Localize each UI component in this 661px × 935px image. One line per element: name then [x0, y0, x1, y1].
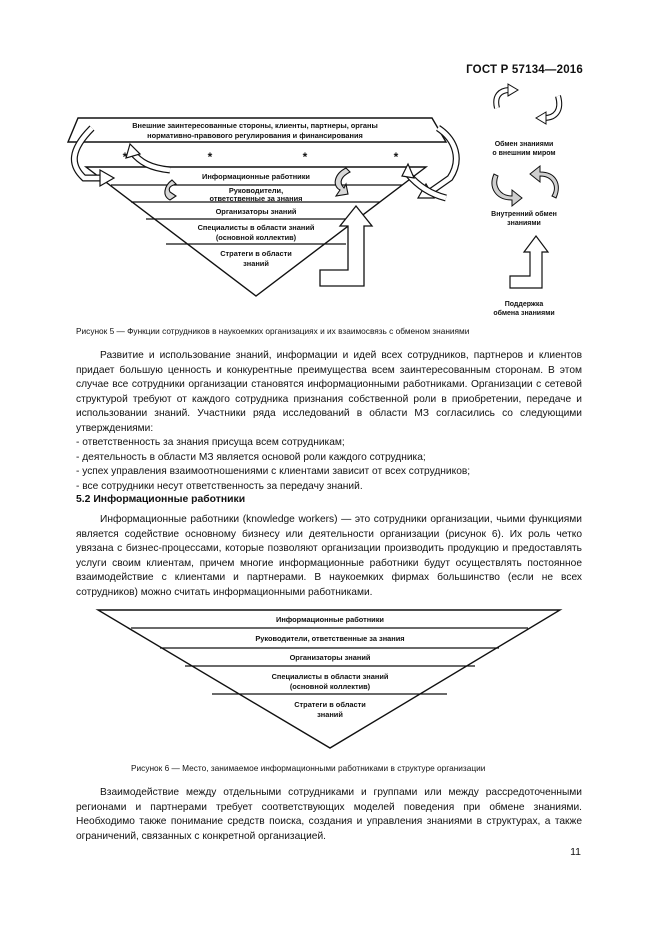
legend-1-line-2: о внешним миром [492, 150, 555, 157]
fig6-layer-5a: Стратеги в области [294, 700, 366, 709]
fig6-layer-4b: (основной коллектив) [290, 682, 371, 691]
statements-list: - ответственность за знания присуща всем… [76, 436, 582, 494]
figure-5-diagram: Внешние заинтересованные стороны, клиент… [66, 83, 563, 317]
figure-6-triangle [95, 609, 563, 749]
paragraph-3: Взаимодействие между отдельными сотрудни… [76, 786, 582, 844]
star-4: * [394, 150, 399, 164]
fig6-layer-2: Руководители, ответственные за знания [255, 634, 404, 643]
band-line-1: Внешние заинтересованные стороны, клиент… [132, 121, 378, 130]
external-stakeholders-band [66, 117, 448, 143]
legend-support-arrow-icon [509, 235, 550, 289]
legend-1-line-1: Обмен знаниями [495, 140, 554, 148]
support-up-arrow-icon [319, 204, 374, 287]
layer-label-1: Информационные работники [202, 172, 310, 181]
band-line-2: нормативно-правового регулирования и фин… [147, 131, 363, 140]
legend-2-line-2: знаниями [507, 220, 541, 227]
paragraph-3-text: Взаимодействие между отдельными сотрудни… [76, 787, 582, 842]
page-number: 11 [570, 846, 581, 858]
star-3: * [303, 150, 308, 164]
layer-label-4b: (основной коллектив) [216, 233, 297, 242]
right-exchange-arrow-icon [401, 125, 460, 202]
list-item: - деятельность в области МЗ является осн… [76, 451, 426, 463]
layer-label-2a: Руководители, [229, 186, 283, 195]
document-code: ГОСТ Р 57134—2016 [466, 64, 583, 76]
paragraph-2-text: Информационные работники (knowledge work… [76, 514, 582, 598]
layer-label-2b: ответственные за знания [210, 194, 303, 203]
star-2: * [208, 150, 213, 164]
internal-exchange-arrows-icon [164, 167, 351, 201]
legend-2-line-1: Внутренний обмен [491, 210, 557, 218]
figure-6-caption: Рисунок 6 — Место, занимаемое информацио… [131, 763, 486, 773]
layer-label-5b: знаний [243, 259, 269, 268]
layer-label-4a: Специалисты в области знаний [198, 223, 315, 232]
paragraph-2: Информационные работники (knowledge work… [76, 513, 582, 601]
fig6-layer-4a: Специалисты в области знаний [272, 672, 389, 681]
star-1: * [123, 150, 128, 164]
section-title: 5.2 Информационные работники [76, 494, 246, 505]
left-exchange-arrow-icon [70, 125, 171, 188]
list-item: - успех управления взаимоотношениями с к… [76, 466, 471, 478]
legend-3-line-2: обмена знаниями [493, 309, 554, 317]
list-item: - все сотрудники несут ответственность з… [76, 480, 363, 492]
fig6-layer-3: Организаторы знаний [290, 653, 371, 662]
layer-label-5a: Стратеги в области [220, 249, 292, 258]
legend-internal-exchange-icon [491, 164, 559, 208]
legend-external-exchange-icon [493, 83, 563, 125]
figure-5-caption: Рисунок 5 — Функции сотрудников в наукое… [76, 326, 470, 336]
paragraph-1-text: Развитие и использование знаний, информа… [76, 350, 582, 434]
fig6-layer-1: Информационные работники [276, 615, 384, 624]
fig6-layer-5b: знаний [317, 710, 343, 719]
paragraph-1: Развитие и использование знаний, информа… [76, 349, 582, 437]
layer-label-3: Организаторы знаний [216, 207, 297, 216]
list-item: - ответственность за знания присуща всем… [76, 437, 345, 448]
legend-3-line-1: Поддержка [505, 301, 544, 308]
